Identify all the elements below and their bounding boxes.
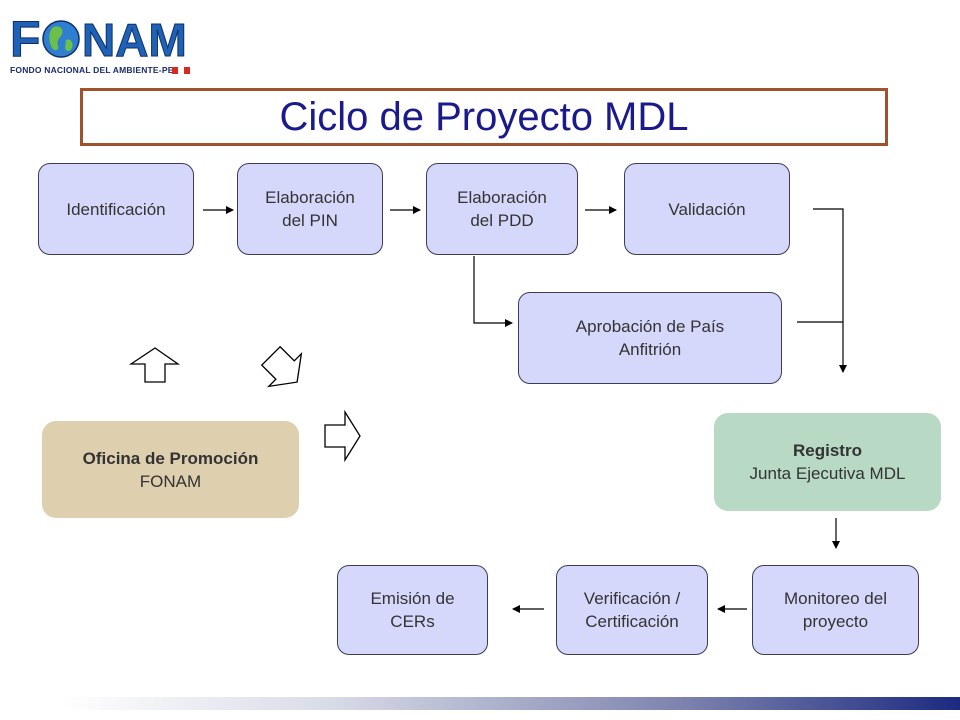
node-label-bold: Registro [793,441,862,460]
node-elaboracion-pin: Elaboración del PIN [237,163,383,255]
node-label-bold: Oficina de Promoción [82,448,259,468]
fonam-logo: F NAM FONDO NACIONAL DEL AMBIENTE-PERU [6,4,196,80]
footer-gradient-bar [60,697,960,710]
node-label: FONAM [139,471,202,491]
arrow-pdd-aprobacion [473,256,513,327]
logo-subtitle: FONDO NACIONAL DEL AMBIENTE-PERU [10,65,187,75]
node-label: Elaboración [265,188,355,207]
globe-land [49,26,63,51]
node-elaboracion-pdd: Elaboración del PDD [426,163,578,255]
node-label: Junta Ejecutiva MDL [749,464,906,483]
node-label: Emisión de [370,589,455,608]
block-arrow-right-icon [324,409,361,463]
page-title: Ciclo de Proyecto MDL [279,94,689,139]
flag-white [178,67,184,74]
logo-letter-f: F [10,11,41,66]
block-arrow-diagonal-icon [260,345,303,388]
node-aprobacion: Aprobación de País Anfitrión [518,292,782,384]
node-label: Elaboración [457,188,547,207]
node-label: Validación [668,199,746,219]
block-arrow-up-icon [128,347,181,383]
node-identificacion: Identificación [38,163,194,255]
arrow-validacion-registro [813,208,847,373]
node-verificacion: Verificación / Certificación [556,565,708,655]
logo-letters-nam: NAM [82,14,187,66]
node-label: proyecto [802,612,869,631]
title-box: Ciclo de Proyecto MDL [80,88,888,146]
node-label: Verificación / [583,589,681,608]
node-label: Certificación [585,612,679,631]
node-monitoreo: Monitoreo del proyecto [752,565,919,655]
node-label: del PIN [282,211,338,230]
node-label: Aprobación de País [575,317,725,336]
flag-red-left [172,67,178,74]
node-label: CERs [390,612,435,631]
node-validacion: Validación [624,163,790,255]
flag-red-right [184,67,190,74]
node-label: Anfitrión [618,340,682,359]
node-label: del PDD [470,211,534,230]
globe-icon: F NAM [10,11,188,67]
node-registro: Registro Junta Ejecutiva MDL [714,413,941,511]
node-label: Monitoreo del [783,589,887,608]
node-emision: Emisión de CERs [337,565,488,655]
node-label: Identificación [66,199,166,219]
globe-land-2 [65,39,73,51]
node-oficina-promocion: Oficina de Promoción FONAM [42,421,299,518]
